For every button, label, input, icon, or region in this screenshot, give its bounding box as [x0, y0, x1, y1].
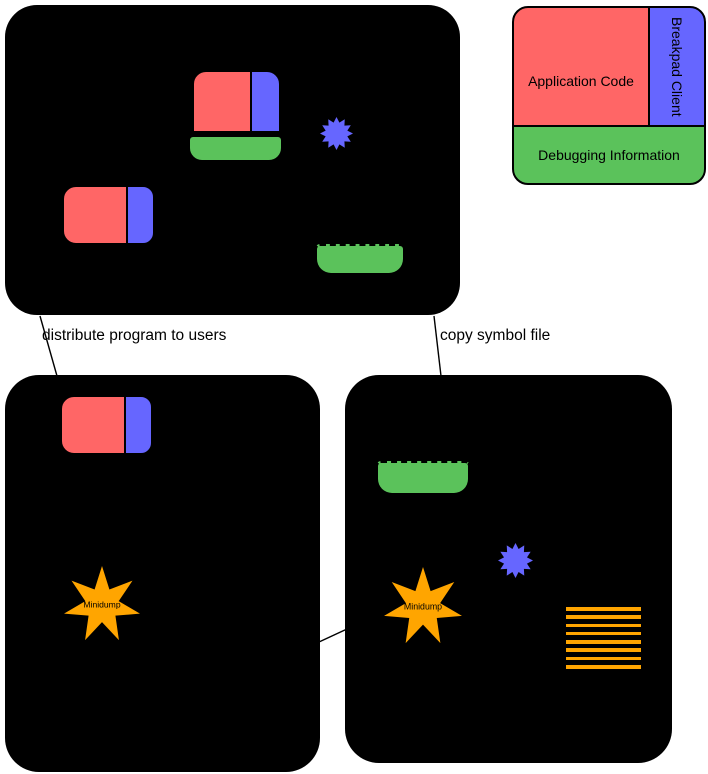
copied-symbol-file: [376, 461, 470, 495]
connector-line-copy-symbol: [433, 315, 442, 377]
legend-breakpad-client-label: Breakpad Client: [669, 16, 685, 117]
application-code-block: [192, 70, 252, 133]
breakpad-client-block: [250, 70, 281, 133]
stack-trace-line: [566, 648, 641, 652]
legend: Application Code Breakpad Client Debuggi…: [512, 6, 706, 185]
dump-syms-starburst-icon: [320, 117, 353, 150]
stripped-application-program: [62, 185, 155, 245]
legend-breakpad-client: Breakpad Client: [648, 6, 706, 127]
application-code-block: [60, 395, 126, 455]
received-minidump-star: Minidump: [384, 567, 462, 644]
distributed-application-program: [60, 395, 153, 455]
legend-debugging-information: Debugging Information: [512, 125, 706, 185]
legend-debugging-information-label: Debugging Information: [538, 147, 680, 163]
stack-trace-line: [566, 631, 641, 636]
minidump-star: Minidump: [64, 566, 140, 641]
legend-application-code: Application Code: [512, 6, 650, 127]
copy-symbol-label: copy symbol file: [440, 327, 551, 344]
stack-trace-lines: [566, 607, 641, 673]
stack-trace-line: [566, 640, 641, 644]
stack-trace-line: [566, 665, 641, 669]
stack-trace-line: [566, 607, 641, 611]
minidump-label: Minidump: [83, 599, 120, 609]
connector-line-distribute: [39, 315, 58, 377]
debug-info-block: [188, 135, 283, 162]
processor-starburst-icon: [498, 543, 533, 578]
connector-line-send-minidump: [318, 628, 348, 643]
minidump-label: Minidump: [404, 601, 442, 611]
breakpad-client-block: [124, 395, 153, 455]
stack-trace-line: [566, 656, 641, 661]
breakpad-client-block: [126, 185, 155, 245]
distribute-label: distribute program to users: [42, 327, 227, 344]
stack-trace-line: [566, 615, 641, 619]
application-code-block: [62, 185, 128, 245]
symbol-file: [315, 244, 405, 275]
application-with-debug-info: [188, 70, 283, 162]
stack-trace-line: [566, 623, 641, 628]
user-machine-box: [5, 375, 320, 772]
legend-application-code-label: Application Code: [528, 72, 634, 89]
